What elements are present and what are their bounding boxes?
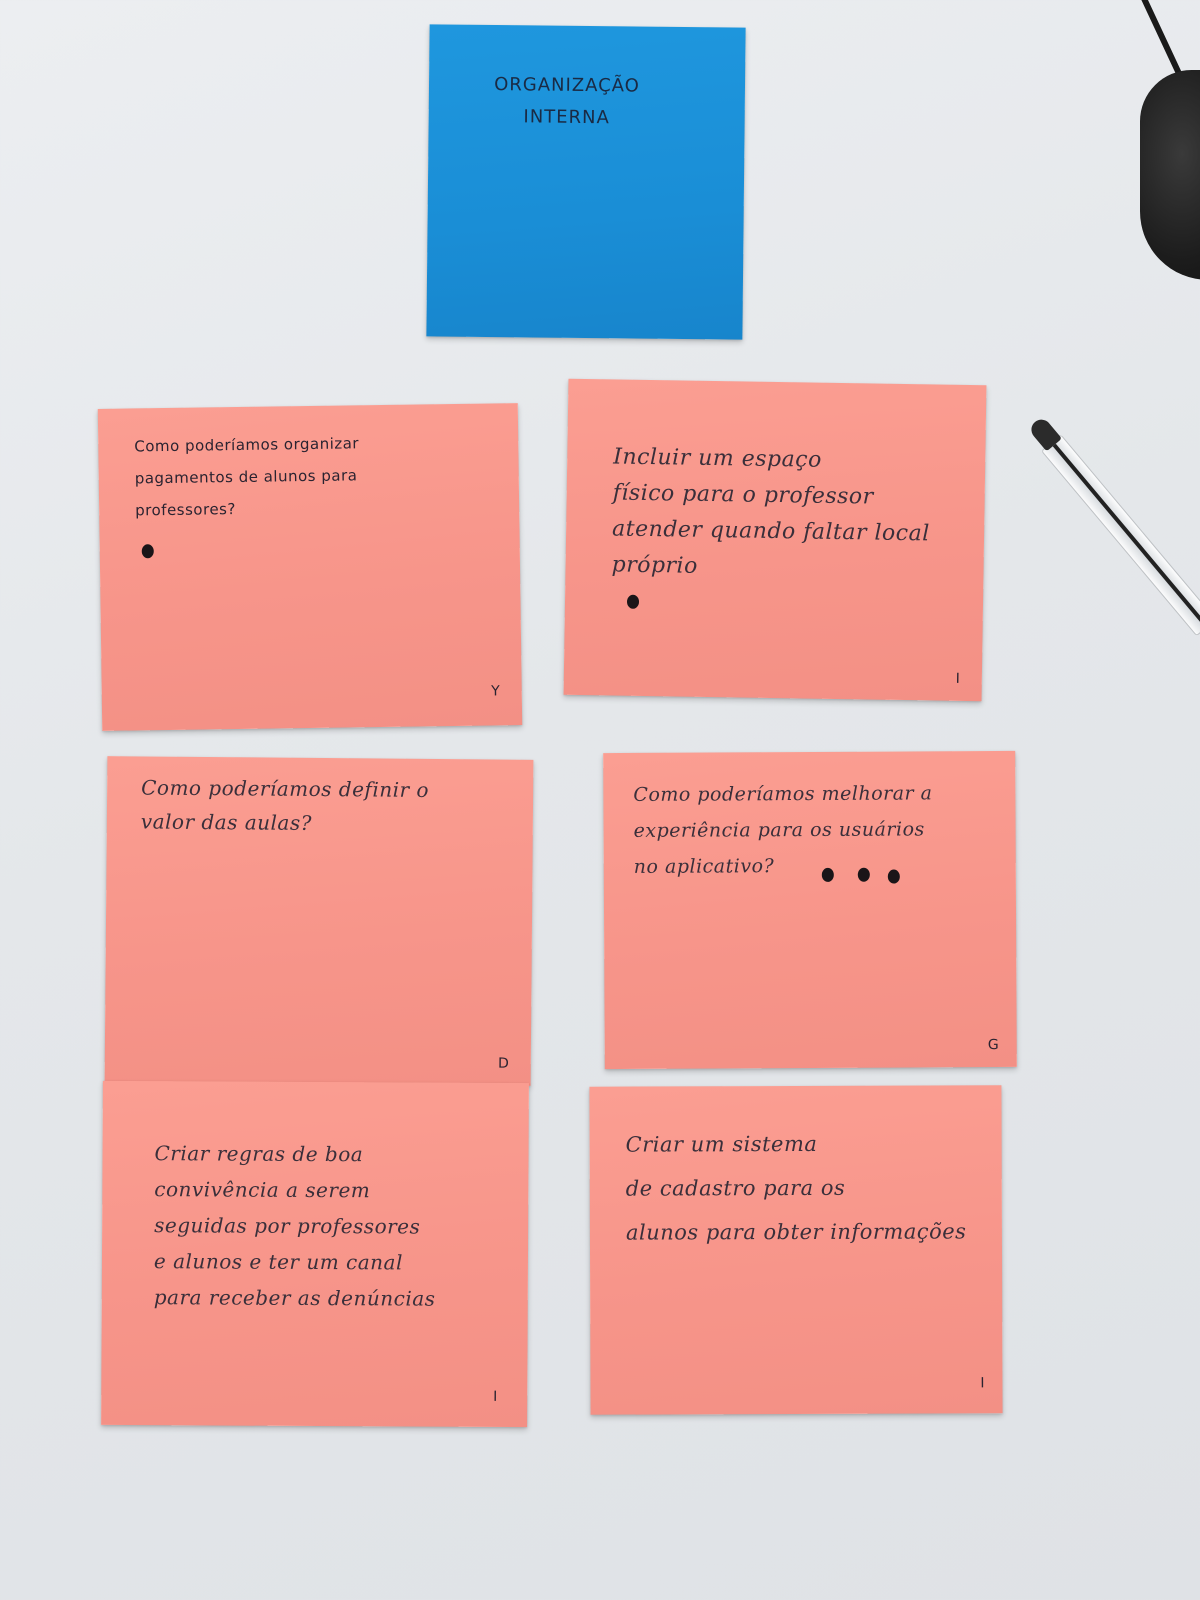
header-sticky-note[interactable]: ORGANIZAÇÃO INTERNA	[426, 24, 746, 340]
note-text: Criar um sistema de cadastro para os alu…	[625, 1131, 967, 1245]
author-initial: Y	[491, 683, 500, 700]
author-initial: G	[987, 1037, 999, 1054]
vote-dot	[626, 594, 640, 609]
computer-mouse	[1140, 70, 1200, 280]
vote-dot	[141, 544, 154, 559]
note-text: Como poderíamos organizar pagamentos de …	[134, 434, 360, 520]
author-initial: I	[955, 670, 960, 687]
vote-dot	[887, 869, 900, 884]
sticky-note-payments[interactable]: Como poderíamos organizar pagamentos de …	[97, 403, 523, 731]
sticky-note-registration[interactable]: Criar um sistema de cadastro para os alu…	[589, 1085, 1003, 1415]
vote-dot	[821, 867, 834, 882]
author-initial: I	[493, 1388, 498, 1405]
note-text: Incluir um espaço físico para o professo…	[611, 444, 930, 579]
author-initial: I	[980, 1375, 985, 1392]
sticky-note-physical-space[interactable]: Incluir um espaço físico para o professo…	[563, 378, 987, 702]
header-note-title: ORGANIZAÇÃO INTERNA	[494, 74, 641, 129]
sticky-note-rules[interactable]: Criar regras de boa convivência a serem …	[101, 1080, 529, 1428]
sticky-note-class-value[interactable]: Como poderíamos definir o valor das aula…	[104, 756, 534, 1086]
note-text: Criar regras de boa convivência a serem …	[153, 1141, 436, 1311]
note-text: Como poderíamos definir o valor das aula…	[140, 775, 430, 835]
author-initial: D	[497, 1055, 509, 1072]
vote-dot	[857, 867, 870, 882]
sticky-note-app-experience[interactable]: Como poderíamos melhorar a experiência p…	[603, 750, 1017, 1070]
note-text: Como poderíamos melhorar a experiência p…	[633, 782, 933, 878]
